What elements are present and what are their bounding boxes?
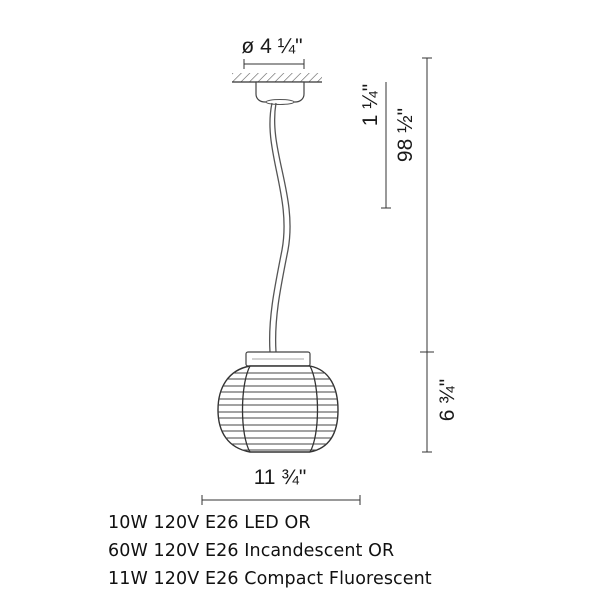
spec-line-compact-fluorescent: 11W 120V E26 Compact Fluorescent [108,569,432,589]
shade-width-dimension: 11 ¾" [201,466,361,505]
shade-width-label: 11 ¾" [254,466,307,489]
overall-height-dimension: 98 ½" [394,57,432,352]
canopy-height-label: 1 ¼" [359,84,382,126]
lamp-shade [217,365,339,453]
shade-height-dimension: 6 ¾" [420,351,459,453]
shade-height-label: 6 ¾" [436,379,459,421]
canopy-diameter-dimension: ø 4 ¼" [241,35,305,69]
shade-cap [245,351,311,367]
overall-height-label: 98 ½" [394,108,417,162]
canopy-height-dimension: 1 ¼" [359,82,391,209]
ceiling-hatch [232,73,322,83]
canopy-diameter-label: ø 4 ¼" [241,35,302,58]
spec-line-incandescent: 60W 120V E26 Incandescent OR [108,541,395,561]
canopy [255,81,305,105]
suspension-cords [268,102,291,353]
spec-line-led: 10W 120V E26 LED OR [108,513,311,533]
